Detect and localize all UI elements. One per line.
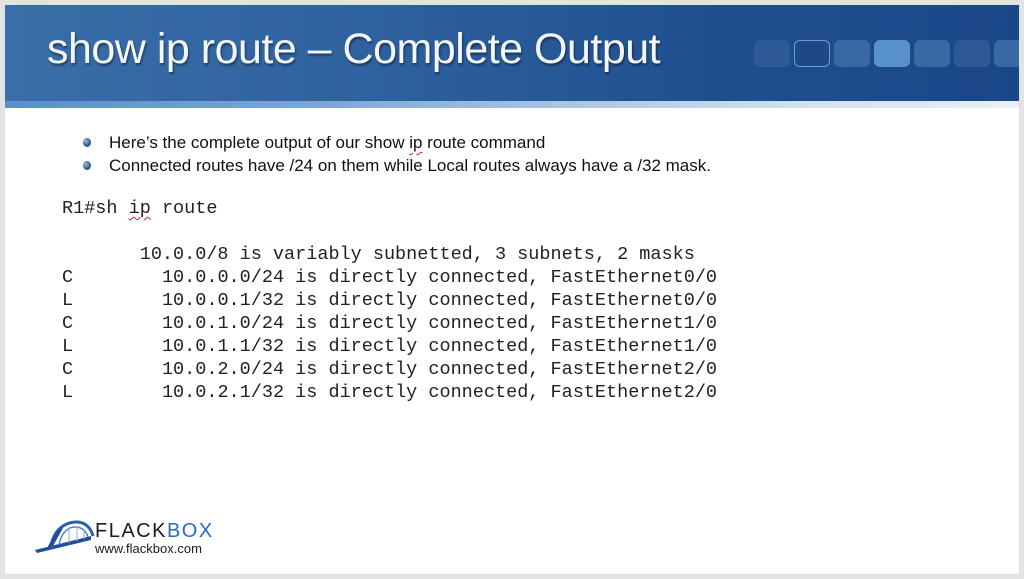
route-text: 10.0.1.1/32 is directly connected, FastE… <box>161 336 718 357</box>
cli-prompt: R1#sh ip route <box>62 197 717 220</box>
route-row: L 10.0.1.1/32 is directly connected, Fas… <box>62 335 717 358</box>
slide-header: show ip route – Complete Output <box>5 5 1019 108</box>
logo-word-box: box <box>166 520 214 542</box>
route-code: L <box>62 290 74 311</box>
prompt-text: R1#sh <box>62 198 129 219</box>
route-row: C 10.0.0.0/24 is directly connected, Fas… <box>62 266 717 289</box>
bridge-logo-icon <box>35 520 95 553</box>
route-summary: 10.0.0/8 is variably subnetted, 3 subnet… <box>62 244 695 265</box>
route-code: C <box>62 267 74 288</box>
route-row: C 10.0.1.0/24 is directly connected, Fas… <box>62 312 717 335</box>
bullet-text: Here’s the complete output of our show <box>109 133 410 152</box>
bullet-text: Connected routes have /24 on them while … <box>109 156 711 175</box>
spellcheck-flagged-word: ip <box>409 133 423 152</box>
route-row: L 10.0.0.1/32 is directly connected, Fas… <box>62 289 717 312</box>
route-code: C <box>62 359 74 380</box>
bullet-dot-icon <box>83 161 91 170</box>
flackbox-logo: Flackbox www.flackbox.com <box>33 516 233 561</box>
bullet-dot-icon <box>83 138 91 147</box>
bullet-list: Here’s the complete output of our show i… <box>81 131 711 177</box>
route-text: 10.0.1.0/24 is directly connected, FastE… <box>161 313 718 334</box>
route-text: 10.0.2.1/32 is directly connected, FastE… <box>161 382 718 403</box>
tile-decoration <box>994 40 1019 67</box>
bullet-item: Here’s the complete output of our show i… <box>81 131 711 154</box>
tile-decoration <box>954 40 990 67</box>
route-text: 10.0.0.0/24 is directly connected, FastE… <box>161 267 718 288</box>
tile-decoration <box>754 40 790 67</box>
logo-wordmark: Flackbox <box>95 520 214 543</box>
decorative-tiles <box>754 40 1019 67</box>
logo-word-flack: Flack <box>95 520 167 542</box>
spellcheck-flagged-word: ip <box>128 198 151 219</box>
route-code: C <box>62 313 74 334</box>
tile-decoration <box>874 40 910 67</box>
tile-decoration <box>794 40 830 67</box>
cli-output: R1#sh ip route 10.0.0/8 is variably subn… <box>62 197 717 404</box>
header-accent-strip <box>5 101 1019 108</box>
logo-url: www.flackbox.com <box>95 541 202 556</box>
bullet-item: Connected routes have /24 on them while … <box>81 154 711 177</box>
route-row: C 10.0.2.0/24 is directly connected, Fas… <box>62 358 717 381</box>
slide-title: show ip route – Complete Output <box>47 25 661 73</box>
tile-decoration <box>834 40 870 67</box>
route-code: L <box>62 336 74 357</box>
route-text: 10.0.0.1/32 is directly connected, FastE… <box>161 290 718 311</box>
route-row: L 10.0.2.1/32 is directly connected, Fas… <box>62 381 717 404</box>
prompt-text: route <box>150 198 218 219</box>
route-text: 10.0.2.0/24 is directly connected, FastE… <box>161 359 718 380</box>
route-code: L <box>62 382 74 403</box>
bullet-text: route command <box>422 133 546 152</box>
tile-decoration <box>914 40 950 67</box>
slide: show ip route – Complete Output Here’s t… <box>5 5 1019 574</box>
